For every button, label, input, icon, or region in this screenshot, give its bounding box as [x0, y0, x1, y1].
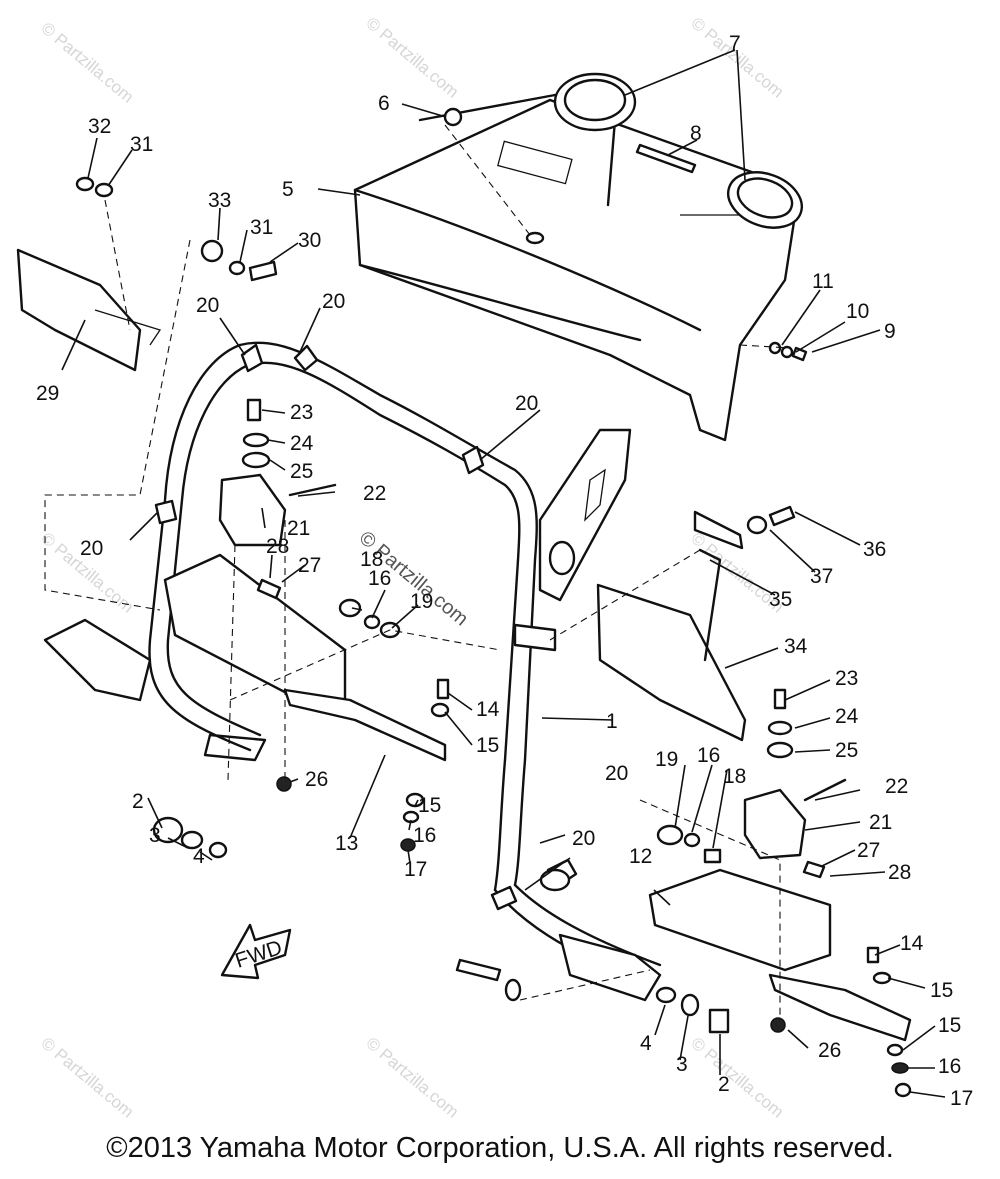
- callout-18: 18: [360, 548, 383, 571]
- callout-22: 22: [885, 775, 908, 798]
- callout-30: 30: [298, 229, 321, 252]
- callout-21: 21: [287, 517, 310, 540]
- callout-20: 20: [322, 290, 345, 313]
- callout-14: 14: [900, 932, 924, 955]
- assembly-lines: [44, 124, 791, 1020]
- callout-36: 36: [863, 538, 886, 561]
- rod-left: [203, 733, 267, 762]
- callout-2: 2: [718, 1073, 730, 1096]
- callout-24: 24: [835, 705, 859, 728]
- bracket-part-35: [693, 510, 744, 550]
- callout-23: 23: [835, 667, 858, 690]
- callout-5: 5: [282, 178, 294, 201]
- callout-27: 27: [298, 554, 321, 577]
- leader-lines: [61, 49, 946, 1098]
- watermark: © Partzilla.com: [687, 1034, 787, 1122]
- callout-13: 13: [335, 832, 358, 855]
- block-part-21: [218, 473, 287, 547]
- grommet-part-7: [553, 72, 803, 229]
- callout-16: 16: [697, 744, 720, 767]
- callout-1: 1: [606, 710, 618, 733]
- callout-9: 9: [884, 320, 896, 343]
- callout-27: 27: [857, 839, 880, 862]
- foot-bracket-right: [558, 933, 662, 1002]
- block-part-21: [743, 788, 807, 860]
- watermark: © Partzilla.com: [37, 19, 137, 107]
- callout-32: 32: [88, 115, 111, 138]
- callout-25: 25: [290, 460, 313, 483]
- nut-part-6: [443, 107, 463, 127]
- copyright-notice: ©2013 Yamaha Motor Corporation, U.S.A. A…: [106, 1132, 894, 1164]
- panel-part-5: [353, 93, 797, 442]
- callout-28: 28: [888, 861, 911, 884]
- callout-19: 19: [655, 748, 678, 771]
- callout-20: 20: [196, 294, 219, 317]
- callout-17: 17: [404, 858, 427, 881]
- callout-3: 3: [149, 824, 161, 847]
- callout-7: 7: [729, 32, 741, 55]
- callout-15: 15: [476, 734, 499, 757]
- callout-15: 15: [418, 794, 441, 817]
- callout-33: 33: [208, 189, 231, 212]
- callout-11: 11: [812, 270, 834, 293]
- callout-19: 19: [410, 590, 433, 613]
- callout-20: 20: [515, 392, 538, 415]
- callout-23: 23: [290, 401, 313, 424]
- watermark: © Partzilla.com: [362, 1034, 462, 1122]
- callout-8: 8: [690, 122, 702, 145]
- fastener-group: [75, 176, 912, 1098]
- pin-part-22: [288, 483, 337, 497]
- fwd-arrow: FWD: [220, 923, 292, 980]
- plate-part-29: [16, 248, 162, 372]
- callout-4: 4: [640, 1032, 652, 1055]
- callout-16: 16: [938, 1055, 961, 1078]
- callout-22: 22: [363, 482, 386, 505]
- callout-20: 20: [572, 827, 595, 850]
- callout-3: 3: [676, 1053, 688, 1076]
- callout-31: 31: [250, 216, 273, 239]
- callout-16: 16: [368, 567, 391, 590]
- strip-part-8: [635, 143, 697, 174]
- callout-26: 26: [305, 768, 328, 791]
- callout-28: 28: [266, 535, 289, 558]
- plate-part-34: [596, 548, 747, 742]
- callout-16: 16: [413, 824, 436, 847]
- bracket-part-12: [648, 868, 832, 972]
- foot-bracket-left: [43, 618, 152, 702]
- callout-35: 35: [769, 588, 792, 611]
- bracket-part-12-rail: [768, 973, 912, 1042]
- callout-18: 18: [723, 765, 746, 788]
- callout-10: 10: [846, 300, 869, 323]
- callout-24: 24: [290, 432, 314, 455]
- callout-17: 17: [950, 1087, 973, 1110]
- callout-20: 20: [605, 762, 628, 785]
- callout-37: 37: [810, 565, 833, 588]
- callout-26: 26: [818, 1039, 841, 1062]
- callout-15: 15: [930, 979, 953, 1002]
- watermark: © Partzilla.com: [37, 1034, 137, 1122]
- callout-20: 20: [80, 537, 103, 560]
- callout-34: 34: [784, 635, 808, 658]
- callout-29: 29: [36, 382, 59, 405]
- callout-2: 2: [132, 790, 144, 813]
- callout-6: 6: [378, 92, 390, 115]
- callout-4: 4: [193, 845, 205, 868]
- callout-14: 14: [476, 698, 500, 721]
- frame-part-1: [148, 341, 662, 987]
- callout-25: 25: [835, 739, 858, 762]
- callout-21: 21: [869, 811, 892, 834]
- callout-31: 31: [130, 133, 153, 156]
- watermark: © Partzilla.com: [362, 14, 462, 102]
- callout-15: 15: [938, 1014, 961, 1037]
- callout-labels: 1 2 2 3 3 4 4 5 6 7 8 9 10 11 12 13 14 1…: [36, 32, 973, 1110]
- callout-12: 12: [629, 845, 652, 868]
- bracket-part-13-rail: [283, 688, 447, 762]
- pin-part-22: [803, 778, 847, 802]
